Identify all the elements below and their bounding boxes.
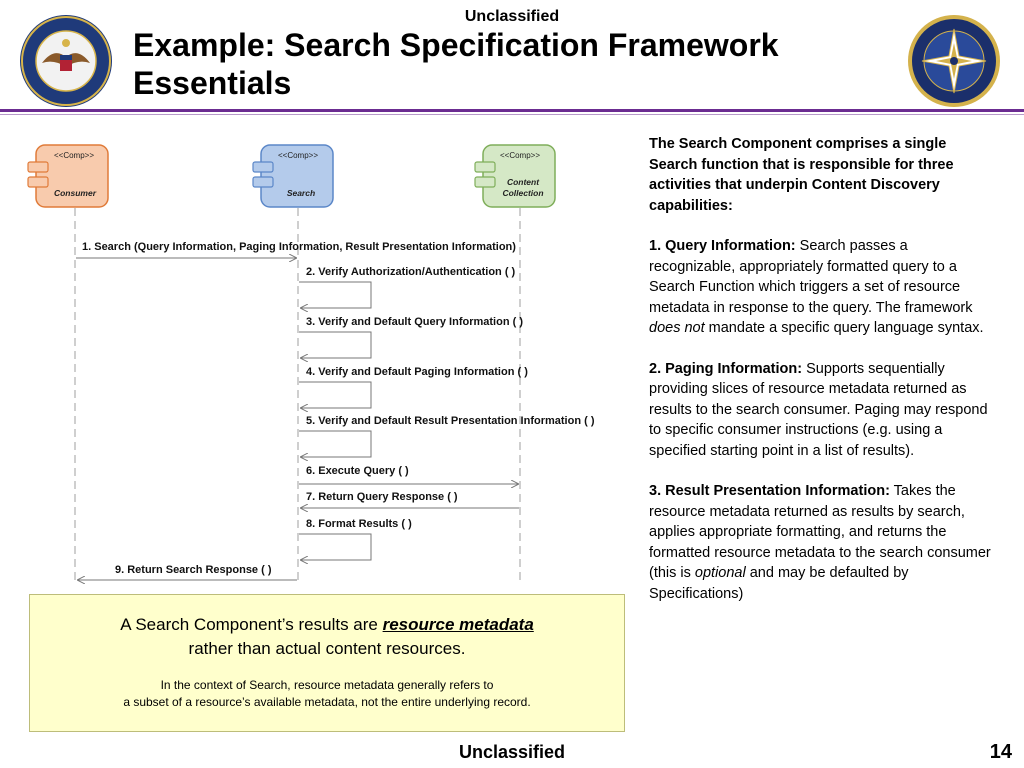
title-divider (0, 109, 1024, 112)
message-7: 7. Return Query Response ( ) (301, 491, 519, 508)
title-divider-thin (0, 114, 1024, 115)
classification-banner-top: Unclassified (464, 8, 560, 25)
message-label: 3. Verify and Default Query Information … (306, 316, 523, 328)
callout-box: A Search Component’s results are resourc… (29, 594, 625, 732)
component-consumer: <<Comp>> Consumer (27, 144, 109, 208)
callout-sub-text: In the context of Search, resource metad… (30, 677, 624, 711)
paging-information-text: Supports sequentially providing slices o… (649, 360, 988, 459)
compass-rose-seal-icon (908, 15, 1000, 107)
paging-information-heading: 2. Paging Information: (649, 360, 803, 377)
message-8: 8. Format Results ( ) (299, 518, 412, 560)
message-2: 2. Verify Authorization/Authentication (… (299, 266, 516, 308)
query-information-italic: does not (649, 320, 705, 336)
message-9: 9. Return Search Response ( ) (78, 564, 297, 580)
sequence-diagram: <<Comp>> Consumer <<Comp>> Search <<Comp… (27, 144, 595, 585)
message-label: 1. Search (Query Information, Paging Inf… (82, 241, 516, 253)
callout-emphasis: resource metadata (382, 615, 534, 634)
slide-title: Example: Search Specification Framework … (133, 27, 779, 101)
message-label: 9. Return Search Response ( ) (115, 564, 272, 576)
component-stereotype: <<Comp>> (278, 151, 318, 160)
query-information-heading: 1. Query Information: (649, 238, 796, 254)
component-name: Search (287, 188, 315, 198)
message-label: 8. Format Results ( ) (306, 518, 412, 530)
result-presentation-text-a: Takes the resource metadata returned as … (649, 483, 991, 581)
message-label: 7. Return Query Response ( ) (306, 491, 458, 503)
callout-sub-line1: In the context of Search, resource metad… (160, 678, 494, 692)
message-label: 5. Verify and Default Result Presentatio… (306, 415, 595, 427)
callout-main-text: A Search Component’s results are resourc… (30, 613, 624, 661)
page-number: 14 (989, 741, 1012, 763)
result-presentation-paragraph: 3. Result Presentation Information: Take… (649, 481, 994, 604)
callout-suffix: rather than actual content resources. (188, 639, 466, 658)
result-presentation-heading: 3. Result Presentation Information: (649, 483, 890, 499)
component-name-line2: Collection (502, 188, 543, 198)
query-information-paragraph: 1. Query Information: Search passes a re… (649, 236, 994, 339)
message-label: 2. Verify Authorization/Authentication (… (306, 266, 516, 278)
callout-sub-line2: a subset of a resource’s available metad… (123, 695, 531, 709)
component-name: Consumer (54, 188, 97, 198)
paging-information-paragraph: 2. Paging Information: Supports sequenti… (649, 359, 994, 462)
query-information-text-a: Search passes a recognizable, appropriat… (649, 238, 973, 316)
message-3: 3. Verify and Default Query Information … (299, 316, 523, 358)
message-5: 5. Verify and Default Result Presentatio… (299, 415, 595, 457)
classification-banner-bottom: Unclassified (458, 742, 566, 762)
message-6: 6. Execute Query ( ) (299, 465, 518, 484)
component-content-collection: <<Comp>> Content Collection (474, 144, 556, 208)
description-column: The Search Component comprises a single … (649, 134, 994, 624)
message-4: 4. Verify and Default Paging Information… (299, 366, 528, 408)
dod-seal-icon (20, 15, 112, 107)
component-stereotype: <<Comp>> (54, 151, 94, 160)
intro-paragraph: The Search Component comprises a single … (649, 136, 954, 214)
component-search: <<Comp>> Search (252, 144, 334, 208)
component-name-line1: Content (507, 177, 540, 187)
component-stereotype: <<Comp>> (500, 151, 540, 160)
message-1: 1. Search (Query Information, Paging Inf… (76, 241, 516, 258)
result-presentation-italic: optional (694, 565, 746, 581)
query-information-text-b: mandate a specific query language syntax… (704, 320, 984, 336)
message-label: 6. Execute Query ( ) (306, 465, 409, 477)
message-label: 4. Verify and Default Paging Information… (306, 366, 528, 378)
callout-prefix: A Search Component’s results are (120, 615, 383, 634)
result-presentation-text-b: and may be defaulted by Specifications) (649, 565, 909, 602)
